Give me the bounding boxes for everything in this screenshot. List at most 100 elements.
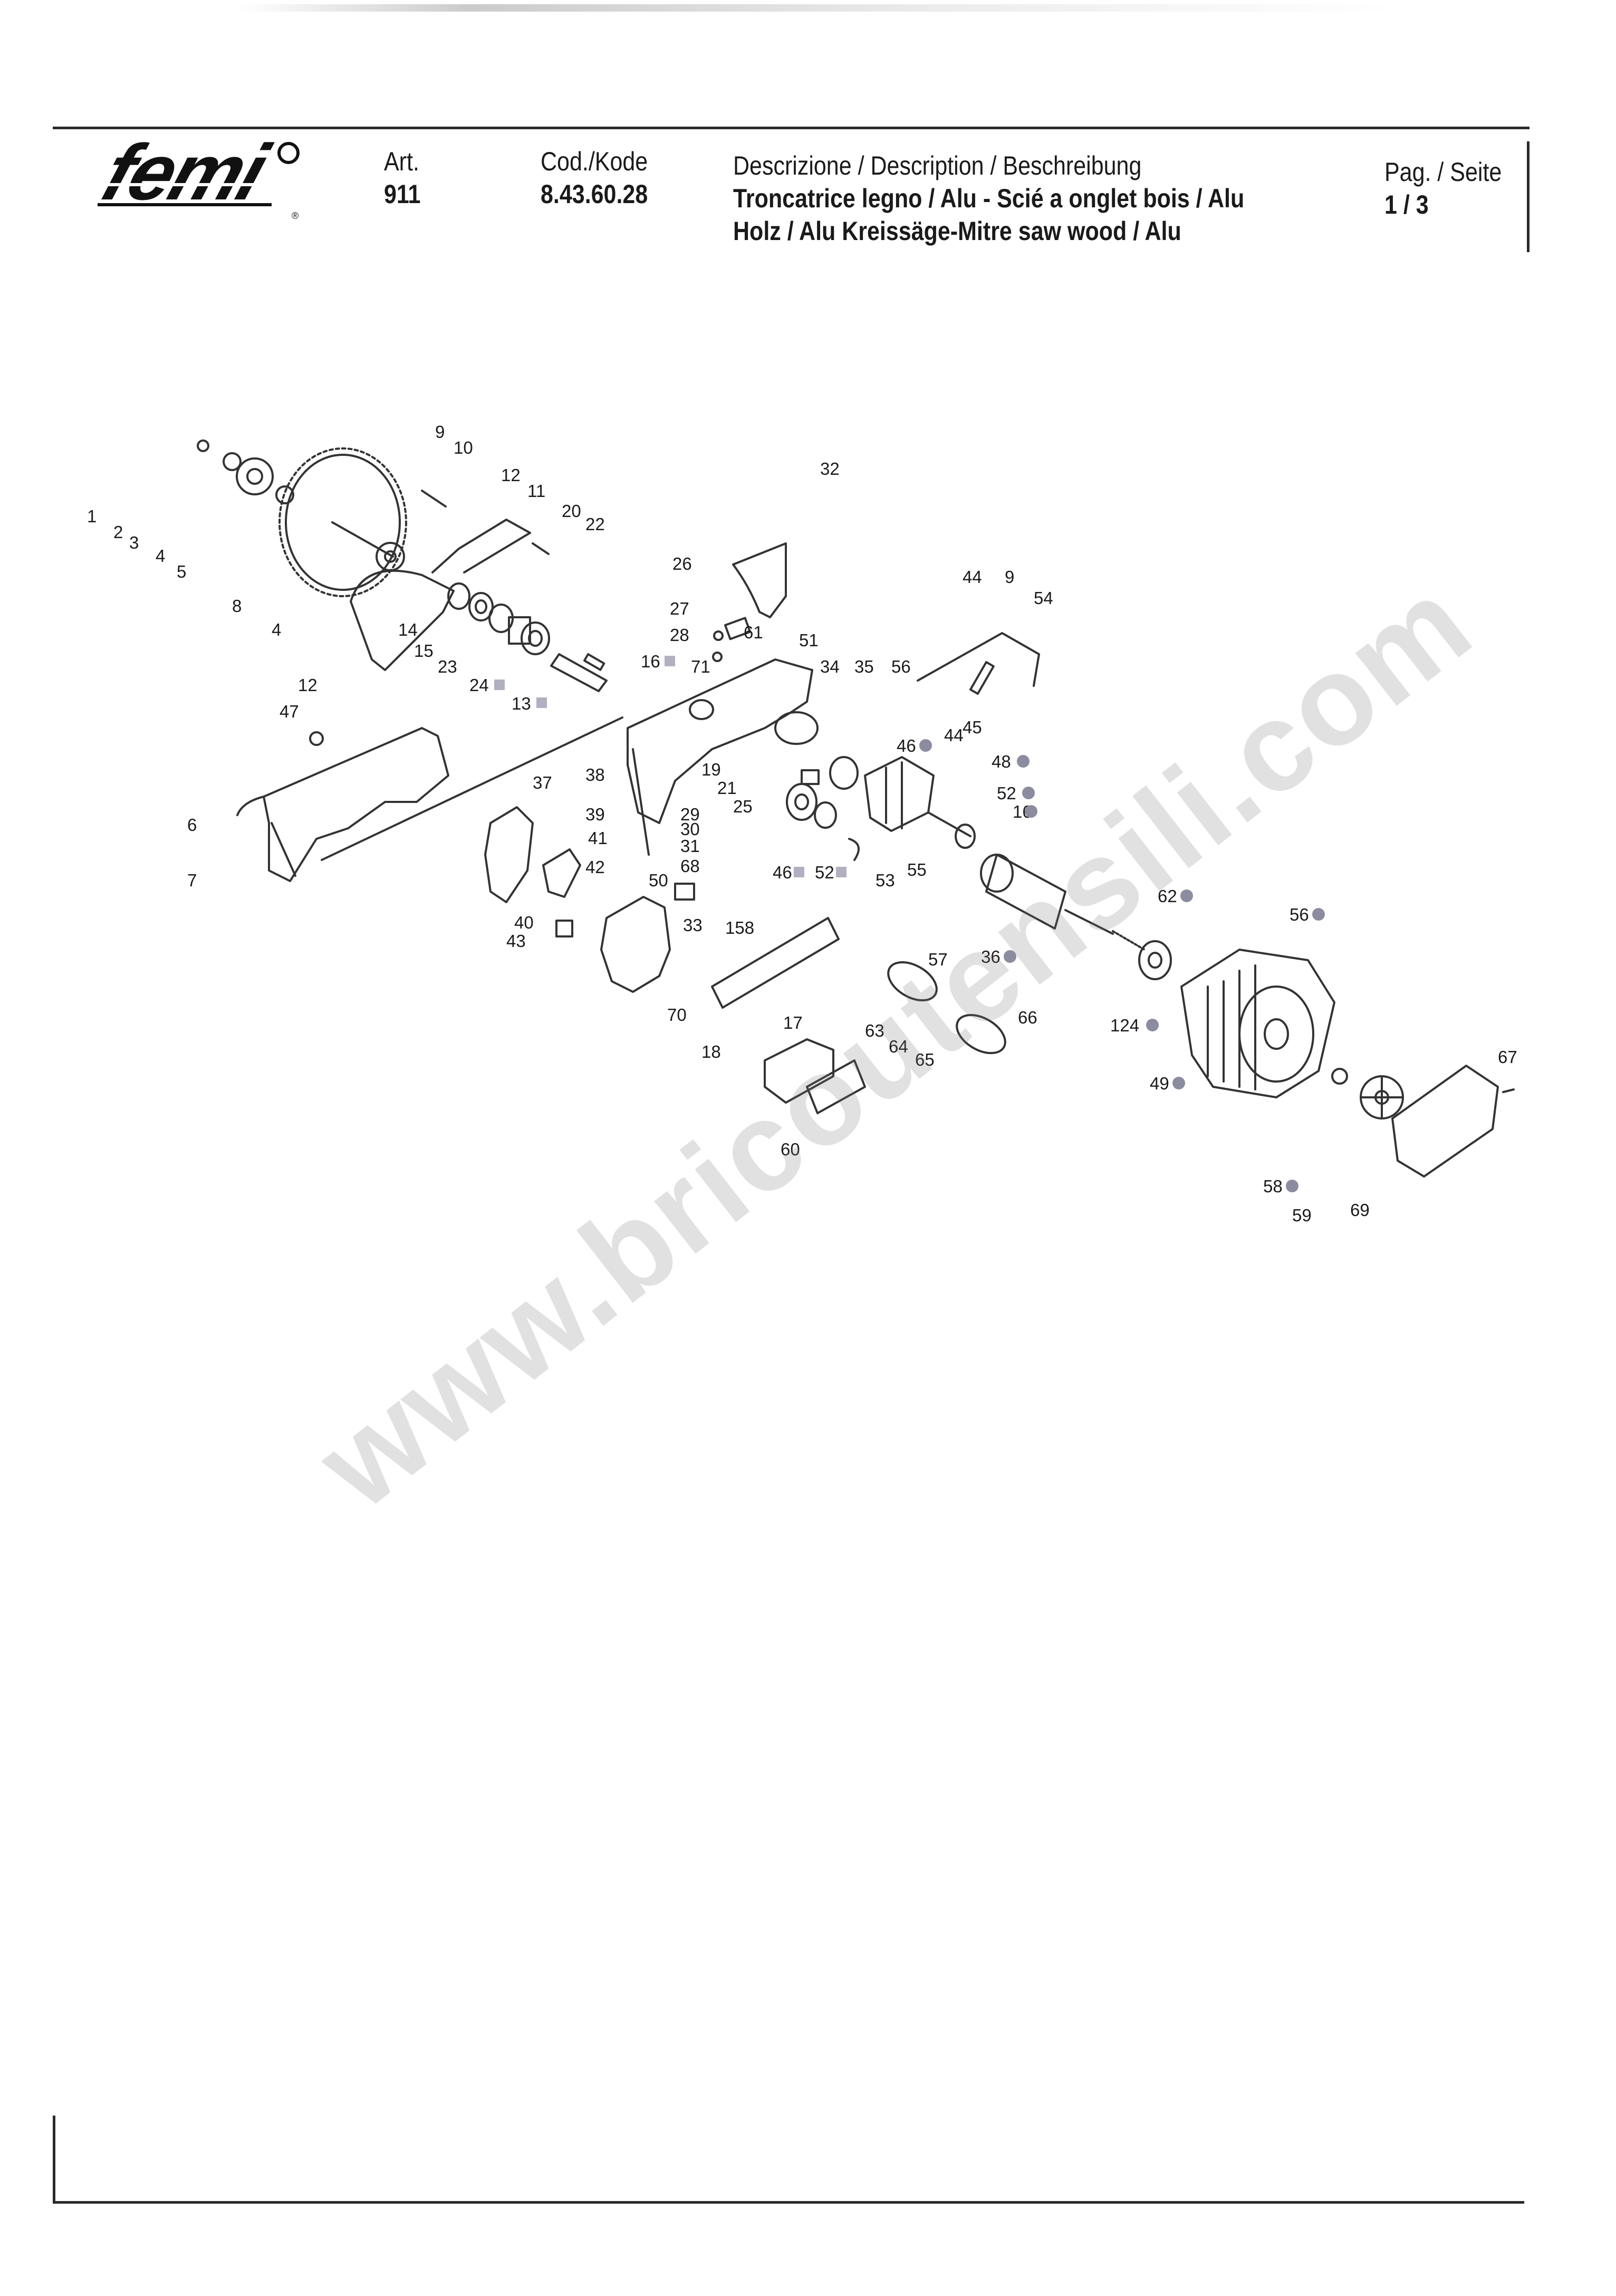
callout-label: 7: [187, 870, 197, 890]
callout-label: 16: [641, 652, 660, 671]
callout-label: 6: [187, 815, 197, 835]
code-cell: Cod./Kode 8.43.60.28: [541, 145, 648, 211]
callout-label: 20: [562, 501, 581, 521]
arm-housing: [321, 658, 819, 861]
callout-label: 24: [469, 675, 489, 695]
callout-label: 25: [733, 797, 753, 816]
saw-blade-assembly: [197, 439, 550, 671]
callout-label: 61: [744, 623, 763, 642]
header-rule: [53, 127, 1530, 129]
callout-label: 29: [680, 805, 700, 824]
page-cell: Pag. / Seite 1 / 3: [1384, 156, 1502, 221]
callout-label: 62: [1158, 886, 1177, 906]
callout-label: 43: [506, 931, 526, 951]
art-cell: Art. 911: [384, 145, 420, 211]
callout-label: 63: [865, 1021, 884, 1040]
motor-housing: [1180, 949, 1335, 1098]
art-value: 911: [384, 179, 421, 209]
callout-label: 21: [717, 778, 737, 798]
callout-label: 12: [501, 465, 521, 485]
callout-label: 69: [1350, 1200, 1370, 1220]
callout-label: 57: [928, 950, 948, 969]
part-code-markers: [494, 656, 1325, 1192]
frame-left-rule: [53, 2116, 55, 2203]
callout-label: 17: [783, 1013, 803, 1032]
callout-label: 49: [1150, 1074, 1169, 1093]
svg-text:®: ®: [292, 211, 299, 221]
callout-label: 52: [997, 783, 1016, 803]
description-label: Descrizione / Description / Beschreibung: [733, 151, 1142, 180]
header-right-rule: [1527, 141, 1530, 252]
callout-label: 54: [1034, 588, 1053, 608]
callout-label: 124: [1110, 1016, 1139, 1035]
callout-label: 13: [512, 694, 531, 713]
callout-label: 4: [272, 620, 281, 639]
callout-label: 50: [649, 870, 668, 890]
callout-label: 158: [725, 918, 754, 937]
callout-label: 46: [897, 736, 916, 755]
callout-label: 35: [854, 657, 874, 676]
callout-label: 14: [398, 620, 418, 639]
callout-label: 34: [820, 657, 840, 676]
callout-label: 3: [129, 533, 139, 552]
scan-artifact: [237, 4, 1398, 12]
femi-logo: femi ®: [98, 137, 300, 221]
callout-label: 31: [680, 836, 700, 856]
callout-label: 10: [454, 438, 473, 457]
callout-label: 44: [963, 567, 982, 587]
callout-label: 32: [820, 459, 840, 479]
callout-label: 18: [701, 1042, 721, 1061]
art-label: Art.: [384, 147, 419, 176]
callout-label: 36: [981, 947, 1001, 967]
callout-numbers: 1 2 3 4 5 8 4 9 10 12 11 20 22 14 15 23 …: [87, 422, 1517, 1225]
callout-label: 4: [156, 546, 165, 566]
callout-label: 9: [435, 422, 445, 442]
callout-label: 40: [514, 913, 534, 932]
callout-label: 45: [963, 718, 982, 737]
fan-and-cover: [1331, 1065, 1515, 1178]
description-line-2: Holz / Alu Kreissäge-Mitre saw wood / Al…: [733, 216, 1181, 246]
callout-label: 67: [1498, 1047, 1517, 1067]
callout-label: 39: [585, 805, 605, 824]
callout-label: 48: [992, 752, 1011, 771]
lower-guard: [236, 727, 449, 882]
callout-label: 38: [585, 765, 605, 785]
callout-label: 47: [280, 702, 299, 721]
callout-label: 41: [588, 828, 608, 848]
callout-label: 15: [414, 641, 434, 661]
callout-label: 23: [438, 657, 457, 676]
callout-label: 70: [667, 1005, 687, 1025]
callout-label: 33: [683, 915, 703, 935]
callout-label: 65: [915, 1050, 935, 1069]
callout-label: 1: [87, 506, 97, 526]
callout-label: 56: [891, 657, 911, 676]
code-value: 8.43.60.28: [541, 179, 648, 209]
handle-assembly: [484, 806, 695, 993]
callout-label: 37: [533, 773, 552, 792]
callout-label: 52: [815, 863, 834, 882]
callout-label: 5: [177, 562, 186, 581]
callout-label: 26: [672, 554, 692, 573]
motor-gear-parts: [786, 756, 935, 861]
callout-label: 58: [1263, 1176, 1283, 1196]
callout-label: 64: [889, 1037, 908, 1056]
callout-label: 28: [670, 625, 689, 645]
page-value: 1 / 3: [1384, 190, 1429, 219]
callout-label: 68: [680, 856, 700, 876]
description-cell: Descrizione / Description / Beschreibung…: [733, 149, 1244, 247]
callout-label: 59: [1292, 1206, 1312, 1225]
callout-label: 71: [691, 657, 710, 676]
top-blade-guard: [712, 542, 787, 662]
callout-label: 44: [944, 725, 964, 745]
callout-label: 19: [701, 760, 721, 779]
callout-label: 53: [876, 870, 895, 890]
armature-shaft: [917, 632, 1172, 980]
code-label: Cod./Kode: [541, 147, 648, 176]
callout-label: 66: [1018, 1008, 1037, 1027]
callout-label: 11: [527, 481, 545, 501]
lower-components: [711, 917, 1006, 1114]
shaft-parts: [447, 582, 608, 692]
page-label: Pag. / Seite: [1384, 157, 1502, 187]
callout-label: 42: [585, 857, 605, 877]
